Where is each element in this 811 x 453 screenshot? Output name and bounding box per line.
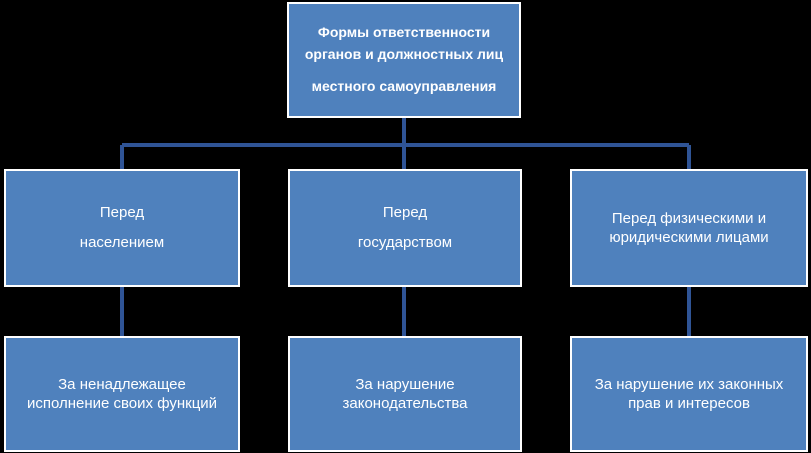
branch-b-line-2: государством xyxy=(357,234,453,251)
branch-c-line-1: Перед физическими и xyxy=(611,209,767,227)
root-node: Формы ответственности органов и должност… xyxy=(287,2,521,118)
child-node-law-violation: За нарушение законодательства xyxy=(288,336,522,452)
root-line-3: местного самоуправления xyxy=(311,77,497,94)
child-b-line-2: законодательства xyxy=(342,395,468,412)
branch-a-line-2: населением xyxy=(79,234,165,251)
branch-b-line-1: Перед xyxy=(382,203,428,221)
child-c-line-2: прав и интересов xyxy=(628,395,750,412)
child-a-line-2: исполнение своих функций xyxy=(26,395,218,412)
child-c-line-1: За нарушение их законных xyxy=(594,375,784,393)
child-b-line-1: За нарушение xyxy=(355,375,455,393)
branch-node-persons: Перед физическими и юридическими лицами xyxy=(570,169,808,287)
root-line-2: органов и должностных лиц xyxy=(304,46,504,63)
child-node-improper-performance: За ненадлежащее исполнение своих функций xyxy=(4,336,240,452)
child-a-line-1: За ненадлежащее xyxy=(58,375,186,393)
root-line-1: Формы ответственности xyxy=(317,24,491,41)
branch-c-line-2: юридическими лицами xyxy=(609,229,769,246)
branch-a-line-1: Перед xyxy=(99,203,145,221)
branch-node-state: Перед государством xyxy=(288,169,522,287)
child-node-rights-violation: За нарушение их законных прав и интересо… xyxy=(570,336,808,452)
branch-node-population: Перед населением xyxy=(4,169,240,287)
